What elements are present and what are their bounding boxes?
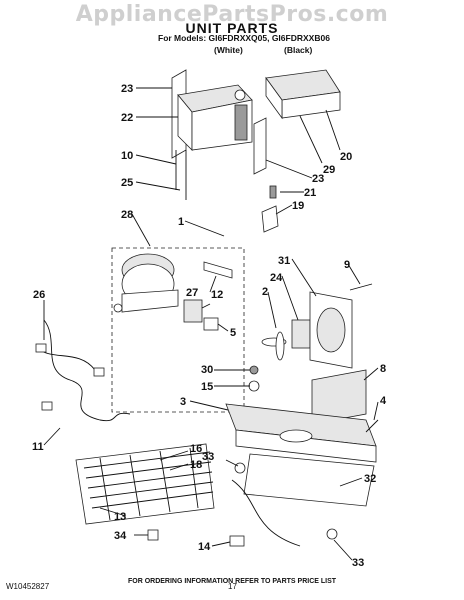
color-white-label: (White) (214, 45, 243, 55)
base-pan (225, 403, 377, 463)
screw-part-21 (269, 185, 277, 199)
callout-13: 13 (114, 511, 126, 523)
callout-23-left: 23 (121, 83, 133, 95)
callout-19: 19 (292, 200, 304, 212)
callout-33-bottom: 33 (352, 557, 364, 569)
callout-31: 31 (278, 255, 290, 267)
bracket-part-8 (311, 369, 367, 425)
callout-2: 2 (262, 286, 268, 298)
screw-part-9 (349, 283, 373, 291)
callout-4: 4 (380, 395, 387, 407)
callout-15: 15 (201, 381, 213, 393)
callout-16: 16 (190, 443, 202, 455)
ordering-info-footer: FOR ORDERING INFORMATION REFER TO PARTS … (127, 578, 337, 585)
part-14 (229, 535, 245, 547)
drain-tube (231, 479, 301, 547)
callout-28: 28 (121, 209, 133, 221)
evaporator-shroud (171, 69, 253, 200)
callout-20: 20 (340, 151, 352, 163)
wire-harness (35, 319, 131, 422)
leader-lines (43, 87, 379, 561)
callout-29: 29 (323, 164, 335, 176)
relay-part-12 (183, 299, 203, 323)
page-number: 17 (228, 582, 237, 591)
fan-shroud (309, 291, 353, 369)
callout-1: 1 (178, 216, 184, 228)
callout-23-right: 23 (312, 173, 324, 185)
color-black-label: (Black) (284, 45, 313, 55)
grommet-part-15 (248, 380, 260, 392)
clip-part-19 (261, 205, 279, 233)
compressor (113, 253, 179, 313)
bracket-part-23-right (253, 117, 267, 175)
callout-14: 14 (198, 541, 211, 553)
callout-5: 5 (230, 327, 236, 339)
callout-18: 18 (190, 459, 202, 471)
callout-34: 34 (114, 530, 127, 542)
callout-labels: 23 22 10 25 28 1 26 27 12 5 11 16 18 13 … (32, 83, 387, 569)
foot-part-33-upper (234, 462, 246, 474)
callout-27: 27 (186, 287, 198, 299)
document-number: W10452827 (6, 582, 50, 591)
compressor-group-outline (111, 247, 245, 413)
cover-part-20 (265, 69, 341, 120)
callout-9: 9 (344, 259, 350, 271)
fan-motor (291, 319, 311, 349)
screw-part-4 (365, 419, 379, 433)
page-title: UNIT PARTS (185, 20, 279, 36)
overload-part-5 (203, 317, 219, 331)
callout-25: 25 (121, 177, 133, 189)
callout-33-center: 33 (202, 451, 214, 463)
callout-21: 21 (304, 187, 316, 199)
foot-part-33 (326, 528, 338, 540)
fan-blade (261, 331, 287, 361)
grommet-part-30 (249, 365, 259, 375)
models-line: For Models: GI6FDRXXQ05, GI6FDRXXB06 (158, 33, 330, 43)
drier-part-27 (203, 261, 233, 279)
callout-11: 11 (32, 441, 44, 453)
watermark: AppliancePartsPros.com (75, 2, 389, 27)
callout-32: 32 (364, 473, 376, 485)
callout-3: 3 (180, 396, 186, 408)
drain-pan (243, 453, 375, 507)
callout-12: 12 (211, 289, 223, 301)
part-34 (147, 529, 159, 541)
callout-10: 10 (121, 150, 133, 162)
condenser-coil (75, 443, 215, 525)
callout-30: 30 (201, 364, 213, 376)
callout-8: 8 (380, 363, 386, 375)
callout-26: 26 (33, 289, 45, 301)
callout-24: 24 (270, 272, 283, 284)
callout-22: 22 (121, 112, 133, 124)
